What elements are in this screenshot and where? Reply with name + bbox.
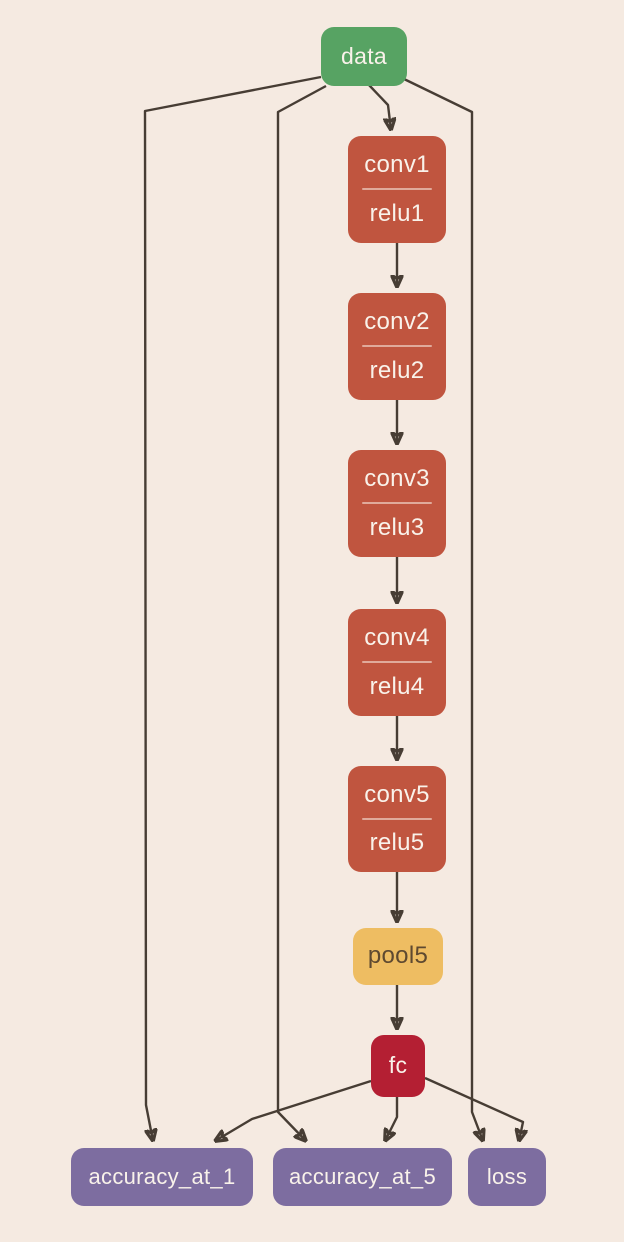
edge-data-to-loss [403,77,483,1141]
node-accuracy-at-5-label: accuracy_at_5 [289,1163,436,1189]
node-data-label: data [341,42,387,69]
conv4-divider [362,661,432,664]
conv5-divider [362,817,432,820]
node-loss-label: loss [486,1163,528,1189]
node-pool5[interactable]: pool5 [353,928,443,985]
node-relu2-label: relu2 [369,356,425,384]
edge-fc-to-accuracy-at-1 [215,1079,372,1141]
node-relu4-label: relu4 [369,672,425,700]
node-conv2[interactable]: conv2 relu2 [348,293,446,400]
node-conv3[interactable]: conv3 relu3 [348,450,446,557]
node-conv5-label: conv5 [364,780,430,808]
edge-data-to-conv1 [368,84,391,130]
node-loss[interactable]: loss [468,1148,546,1206]
edge-fc-to-loss [424,1076,523,1141]
node-accuracy-at-5[interactable]: accuracy_at_5 [273,1148,452,1206]
node-fc[interactable]: fc [371,1035,425,1097]
edge-data-to-accuracy-at-5 [276,84,327,1141]
node-conv2-label: conv2 [364,308,430,336]
node-accuracy-at-1-label: accuracy_at_1 [88,1163,236,1189]
node-accuracy-at-1[interactable]: accuracy_at_1 [71,1148,253,1206]
edge-fc-to-accuracy-at-5 [385,1097,399,1141]
node-conv4-label: conv4 [364,624,430,652]
conv1-divider [362,188,432,191]
node-conv5[interactable]: conv5 relu5 [348,766,446,872]
node-data[interactable]: data [321,27,407,86]
conv2-divider [362,345,432,348]
node-relu5-label: relu5 [369,828,425,856]
node-conv3-label: conv3 [364,465,430,493]
node-relu1-label: relu1 [369,199,425,227]
node-conv1-label: conv1 [364,151,430,179]
edge-data-to-accuracy-at-1 [143,75,322,1141]
node-conv1[interactable]: conv1 relu1 [348,136,446,243]
node-fc-label: fc [388,1052,408,1079]
node-relu3-label: relu3 [369,513,425,541]
node-conv4[interactable]: conv4 relu4 [348,609,446,716]
node-pool5-label: pool5 [367,942,429,970]
conv3-divider [362,502,432,505]
